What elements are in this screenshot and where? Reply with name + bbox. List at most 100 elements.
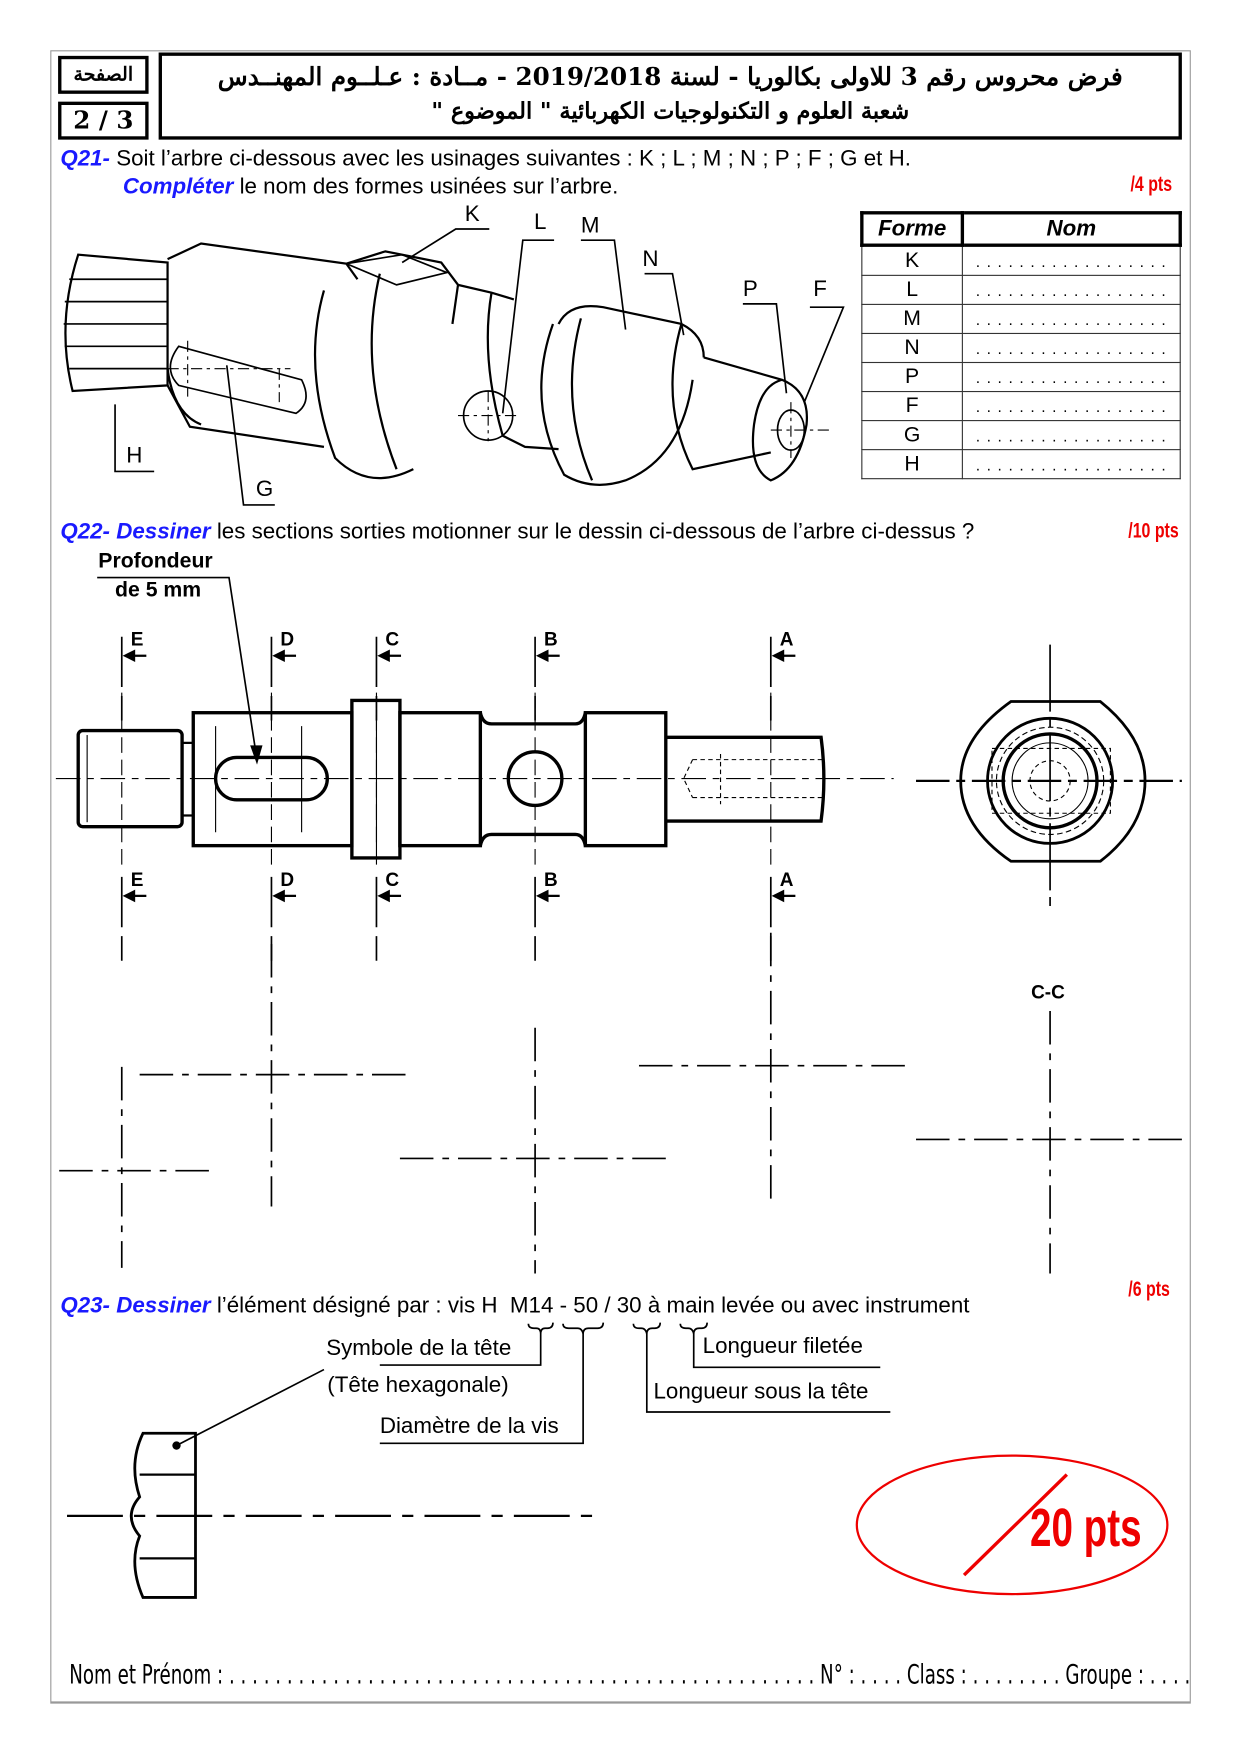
q23-text-after: à main levée ou avec instrument [647,1293,970,1319]
section-label: B [544,869,558,891]
total-points: 20 pts [1029,1499,1142,1559]
side-view [916,644,1182,911]
table-row: M. . . . . . . . . . . . . . . . . . [861,303,1181,335]
annotation-head-symbol: Symbole de la tête [326,1336,512,1361]
section-arrow-icon [122,649,147,663]
section-label: A [779,869,794,891]
annotation-diameter: Diamètre de la vis [379,1414,559,1439]
annotation-thread-length: Longueur filetée [702,1333,863,1359]
q22-text: les sections sorties motionner sur le de… [216,519,975,545]
title-box: فرض محروس رقم 3 للاولى بكالوريا - لسنة 2… [158,52,1182,140]
q23-length: 50 [573,1293,599,1319]
section-label: B [544,628,558,651]
cell-forme: H [861,449,963,480]
cell-forme: N [861,332,963,364]
q23-slash: / [604,1293,611,1319]
cell-forme: L [861,274,963,305]
cell-forme: F [861,390,963,422]
table-row: L. . . . . . . . . . . . . . . . . . [861,274,1181,305]
section-arrow-icon [535,649,560,663]
q23-number: Q23- [60,1293,110,1319]
cell-nom[interactable]: . . . . . . . . . . . . . . . . . . [961,303,1181,335]
q21-number: Q21- [60,146,110,171]
section-label: C [385,869,400,891]
iso-shaft-drawing [63,228,845,506]
cell-forme: P [861,361,963,393]
depth-label-2: de 5 mm [115,578,202,603]
title-line-2: شعبة العلوم و التكنولوجيات الكهربائية " … [431,97,910,124]
cell-nom[interactable]: . . . . . . . . . . . . . . . . . . [961,244,1181,276]
table-row: F. . . . . . . . . . . . . . . . . . [861,390,1181,422]
section-label: D [280,628,295,651]
cell-nom[interactable]: . . . . . . . . . . . . . . . . . . [961,449,1181,480]
q21-points: /4 pts [1130,173,1173,197]
label-g: G [255,477,274,502]
cell-forme: K [861,244,963,276]
label-p: P [742,277,758,302]
annotation-hexagonal: (Tête hexagonale) [327,1372,509,1398]
q22-points: /10 pts [1128,519,1179,543]
annotation-length: Longueur sous la tête [653,1379,869,1405]
section-arrow-icon [771,889,796,903]
q22-verb: Dessiner [116,519,211,545]
q23-dash: - [559,1293,568,1319]
q23-line: Q23- Dessiner l’élément désigné par : vi… [60,1294,969,1320]
col-nom: Nom [960,211,1182,247]
section-arrow-icon [122,889,147,903]
depth-label-1: Profondeur [98,549,213,574]
q22-line: Q22- Dessiner les sections sorties motio… [60,519,974,545]
section-label: A [779,628,794,651]
q21-verb: Compléter [122,174,234,199]
q23-points: /6 pts [1128,1277,1170,1302]
section-cut-lines [120,636,796,961]
q21-text: Soit l’arbre ci-dessous avec les usinage… [116,146,911,171]
section-arrow-icon [377,649,402,663]
q21-text2: le nom des formes usinées sur l’arbre. [239,174,619,199]
table-row: N. . . . . . . . . . . . . . . . . . [861,332,1181,364]
cell-nom[interactable]: . . . . . . . . . . . . . . . . . . [961,390,1181,422]
depth-leader [97,576,263,765]
q21-line2: Compléter le nom des formes usinées sur … [123,174,618,200]
section-arrow-icon [272,889,297,903]
cell-nom[interactable]: . . . . . . . . . . . . . . . . . . [961,274,1181,305]
q22-number: Q22- [60,519,110,545]
label-h: H [126,443,143,469]
table-row: H. . . . . . . . . . . . . . . . . . [861,449,1181,480]
answer-centerlines [59,932,1182,1274]
q23-diameter: M14 [509,1293,554,1319]
label-n: N [642,246,659,272]
title-line-1: فرض محروس رقم 3 للاولى بكالوريا - لسنة 2… [217,62,1123,92]
front-view-shaft [55,698,894,860]
label-f: F [813,277,827,302]
section-arrow-icon [272,649,297,663]
hex-head-view [67,1431,593,1599]
designation-brackets [172,1322,891,1450]
cell-forme: M [861,303,963,335]
student-info-line[interactable]: Nom et Prénom : . . . . . . . . . . . . … [69,1658,1191,1691]
table-row: K. . . . . . . . . . . . . . . . . . [861,244,1181,276]
q23-thread-length: 30 [616,1293,642,1319]
col-forme: Forme [860,211,965,247]
q23-verb: Dessiner [116,1293,211,1319]
label-l: L [533,210,547,235]
label-k: K [464,202,480,227]
section-arrow-icon [535,889,560,903]
q21-line1: Q21- Soit l’arbre ci-dessous avec les us… [60,146,911,172]
page-frame [50,50,1191,1704]
cell-nom[interactable]: . . . . . . . . . . . . . . . . . . [961,332,1181,364]
section-arrow-icon [771,649,796,663]
section-label: E [130,628,144,651]
section-label: C [385,628,400,651]
section-label: E [130,869,144,891]
section-label: D [280,869,295,891]
section-cc-label: C-C [1031,981,1065,1004]
page-number: 2 / 3 [58,101,149,140]
total-stamp [855,1454,1169,1596]
q23-text: l’élément désigné par : vis [216,1293,476,1319]
q23-head-symbol: H [481,1293,498,1319]
page-label: الصفحة [58,55,149,94]
